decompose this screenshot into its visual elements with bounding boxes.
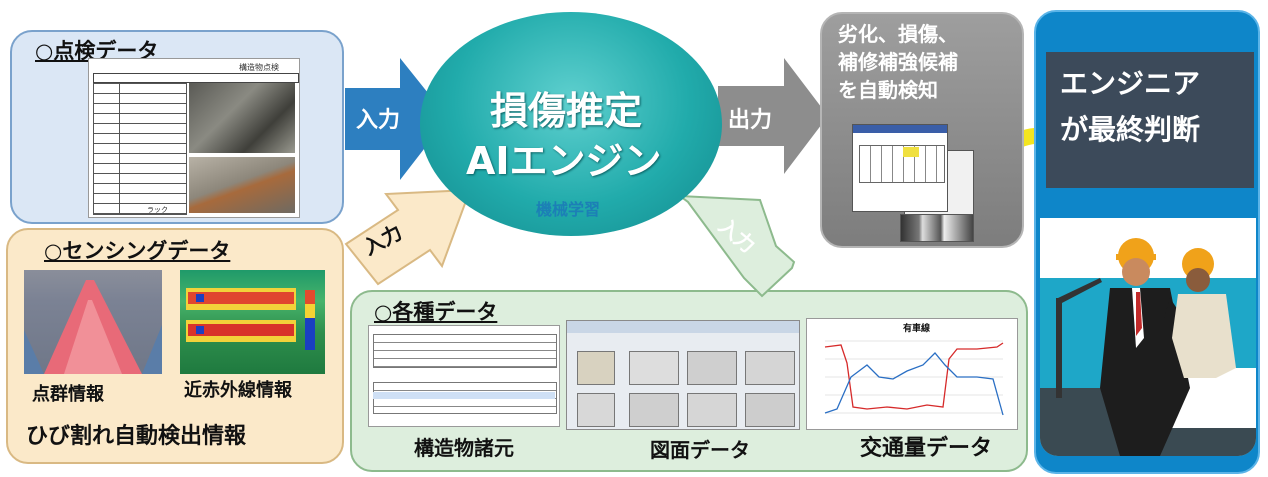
detection-thumbnails — [900, 214, 974, 242]
point-cloud-label: 点群情報 — [32, 384, 104, 405]
engineers-icon — [1040, 238, 1256, 456]
engineer-text-box — [1046, 52, 1254, 188]
infrared-image — [180, 270, 325, 374]
auto-detect-line2: 補修補強候補 — [838, 50, 958, 74]
ai-engine-line1: 損傷推定 — [490, 89, 643, 133]
structure-spec-image — [368, 325, 560, 427]
inspection-photo-top — [189, 83, 295, 153]
inspection-sheet-heading: 構造物点検 — [239, 63, 279, 72]
output-arrow-icon — [718, 58, 828, 174]
traffic-data-label: 交通量データ — [860, 436, 993, 461]
output-arrow-label: 出力 — [728, 108, 773, 133]
crack-detection-label: ひび割れ自動検出情報 — [26, 424, 247, 449]
traffic-chart-title: 有車線 — [903, 324, 931, 334]
ai-engine-ellipse — [420, 12, 722, 236]
input-arrow-top-label: 入力 — [356, 108, 401, 133]
drawing-data-label: 図面データ — [650, 438, 750, 462]
detection-window-front — [852, 124, 948, 212]
point-cloud-road-icon — [24, 280, 162, 374]
infrared-heatmap-icon — [186, 288, 315, 350]
drawing-data-image — [566, 320, 800, 430]
ai-engine-subtitle: 機械学習 — [536, 200, 601, 219]
inspection-sheet-header-row — [93, 73, 299, 83]
inspection-photo-bottom — [189, 157, 295, 213]
inspection-sheet-table — [93, 83, 187, 215]
engineers-illustration — [1040, 218, 1256, 456]
inspection-sheet-column — [119, 83, 120, 213]
structure-spec-label: 構造物諸元 — [414, 436, 514, 460]
engineer-line1: エンジニア — [1060, 67, 1201, 100]
ai-engine-line2: AIエンジン — [466, 139, 662, 183]
input-arrow-top-icon — [345, 58, 448, 180]
sensing-data-title: ○センシングデータ — [44, 239, 231, 263]
infrared-label: 近赤外線情報 — [184, 380, 292, 401]
various-data-title: ○各種データ — [374, 300, 498, 324]
point-cloud-image — [24, 270, 162, 374]
auto-detect-line1: 劣化、損傷、 — [838, 22, 958, 46]
inspection-sheet-cell-text: ラック — [147, 206, 168, 214]
input-arrow-left-icon — [344, 188, 472, 286]
engineer-line2: が最終判断 — [1060, 113, 1201, 146]
auto-detect-line3: を自動検知 — [838, 78, 938, 102]
traffic-line-chart — [824, 340, 1004, 416]
traffic-chart-image: 有車線 — [806, 318, 1018, 430]
inspection-sheet-image: 構造物点検 ラック — [88, 58, 300, 218]
